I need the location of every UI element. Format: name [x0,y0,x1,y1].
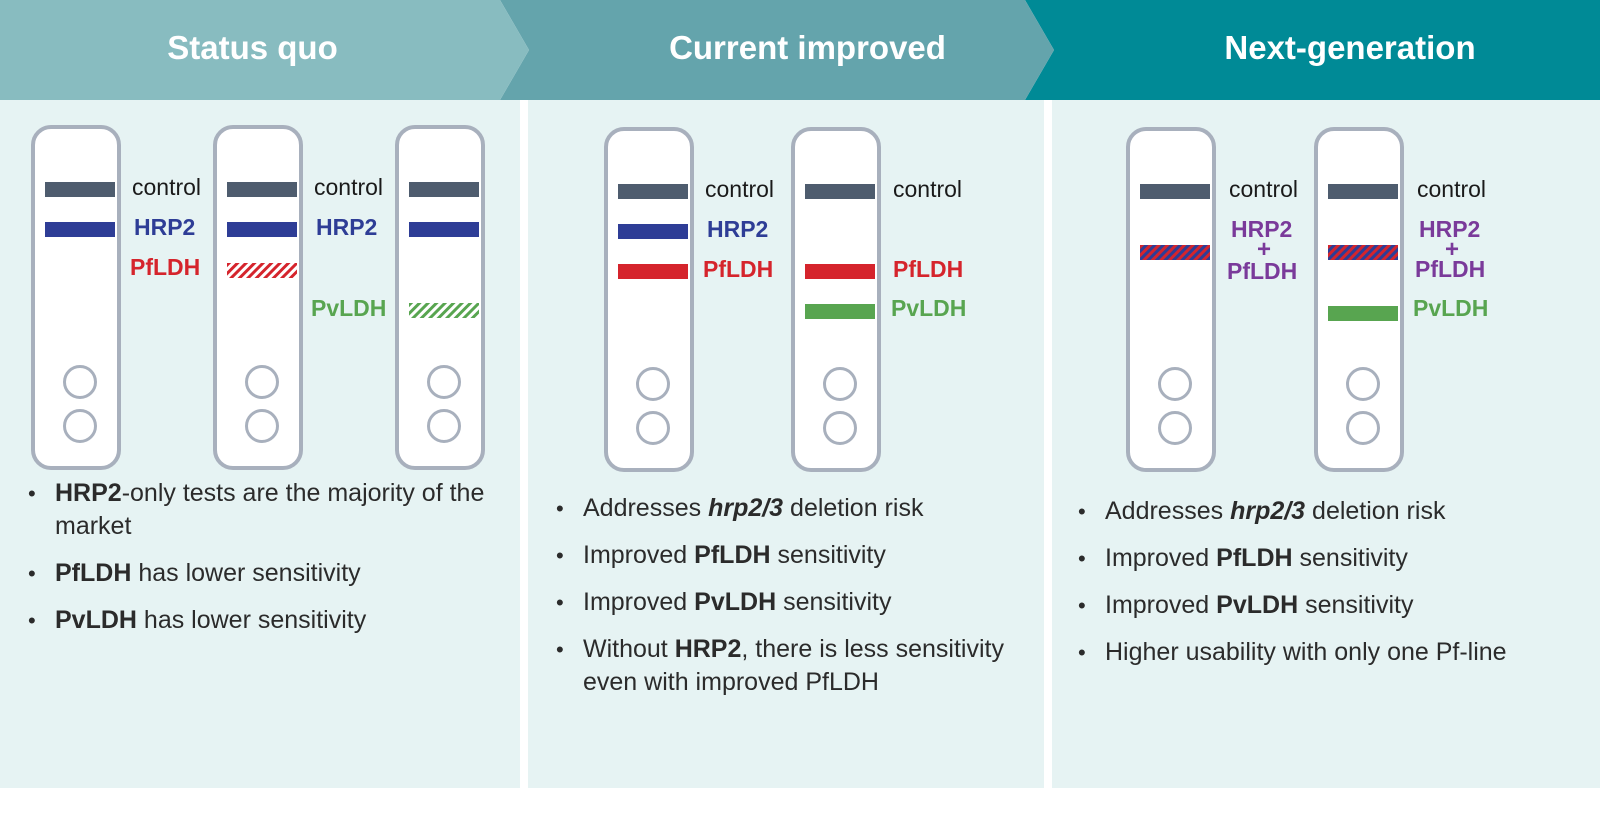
hrp2-label: HRP2 [134,214,196,240]
list-item: Improved PfLDH sensitivity [1078,542,1528,575]
pfldh-label: PfLDH [703,256,774,282]
list-item: PfLDH has lower sensitivity [28,557,498,590]
control-line [409,182,479,197]
status-quo-title: Status quo [167,29,338,66]
control-line [805,184,875,199]
control-line [618,184,688,199]
buffer-well [427,409,461,443]
control-label: control [893,176,963,202]
list-item: Improved PvLDH sensitivity [1078,589,1528,622]
sample-well [245,365,279,399]
list-item: Improved PfLDH sensitivity [556,539,1016,572]
pfldh-faint-line [227,263,297,278]
hrp2-label: HRP2 [316,214,378,240]
list-item: Improved PvLDH sensitivity [556,586,1016,619]
current-improved-bullets: Addresses hrp2/3 deletion risk Improved … [556,492,1016,713]
control-line [1328,184,1398,199]
sample-well [1346,367,1380,401]
control-line [45,182,115,197]
next-generation-title: Next-generation [1224,29,1476,66]
sample-well [823,367,857,401]
pvldh-label: PvLDH [311,295,387,321]
hrp2-line [618,224,688,239]
list-item: PvLDH has lower sensitivity [28,604,498,637]
test-strip [791,127,881,472]
buffer-well [1158,411,1192,445]
control-label: control [314,174,384,200]
control-label: control [705,176,775,202]
buffer-well [636,411,670,445]
plus-sign: + [1445,236,1460,263]
header-chevron-2 [500,0,1054,100]
control-line [1140,184,1210,199]
hrp2-line [227,222,297,237]
buffer-well [1346,411,1380,445]
pfldh-label: PfLDH [1415,256,1486,282]
list-item: Higher usability with only one Pf-line [1078,636,1528,669]
combined-pf-line [1328,245,1398,260]
list-item: HRP2-only tests are the majority of the … [28,477,498,543]
list-item: Without HRP2, there is less sensitivity … [556,633,1016,699]
test-strip [1314,127,1404,472]
test-strip [395,125,485,470]
status-quo-bullets: HRP2-only tests are the majority of the … [28,477,498,651]
sample-well [1158,367,1192,401]
pfldh-label: PfLDH [893,256,964,282]
hrp2-label: HRP2 [1419,216,1481,242]
control-label: control [1417,176,1487,202]
header-chevron-1 [0,0,529,100]
buffer-well [823,411,857,445]
pvldh-label: PvLDH [1413,295,1489,321]
pvldh-label: PvLDH [891,295,967,321]
buffer-well [245,409,279,443]
hrp2-line [45,222,115,237]
combined-pf-line [1140,245,1210,260]
list-item: Addresses hrp2/3 deletion risk [1078,495,1528,528]
sample-well [636,367,670,401]
pfldh-line [805,264,875,279]
test-strip [1126,127,1216,472]
pvldh-line [805,304,875,319]
sample-well [427,365,461,399]
test-strip [604,127,694,472]
hrp2-label: HRP2 [707,216,769,242]
hrp2-label: HRP2 [1231,216,1293,242]
pvldh-faint-line [409,303,479,318]
buffer-well [63,409,97,443]
plus-sign: + [1257,236,1272,263]
pvldh-line [1328,306,1398,321]
pfldh-label: PfLDH [130,254,201,280]
current-improved-title: Current improved [669,29,946,66]
pfldh-line [618,264,688,279]
list-item: Addresses hrp2/3 deletion risk [556,492,1016,525]
pfldh-label: PfLDH [1227,258,1298,284]
header-chevron-3 [1025,0,1600,100]
next-generation-bullets: Addresses hrp2/3 deletion risk Improved … [1078,495,1528,683]
control-label: control [1229,176,1299,202]
test-strip [213,125,303,470]
test-strip [31,125,121,470]
header-chevrons: Status quo Current improved Next-generat… [0,0,1600,101]
control-line [227,182,297,197]
sample-well [63,365,97,399]
hrp2-line [409,222,479,237]
control-label: control [132,174,202,200]
